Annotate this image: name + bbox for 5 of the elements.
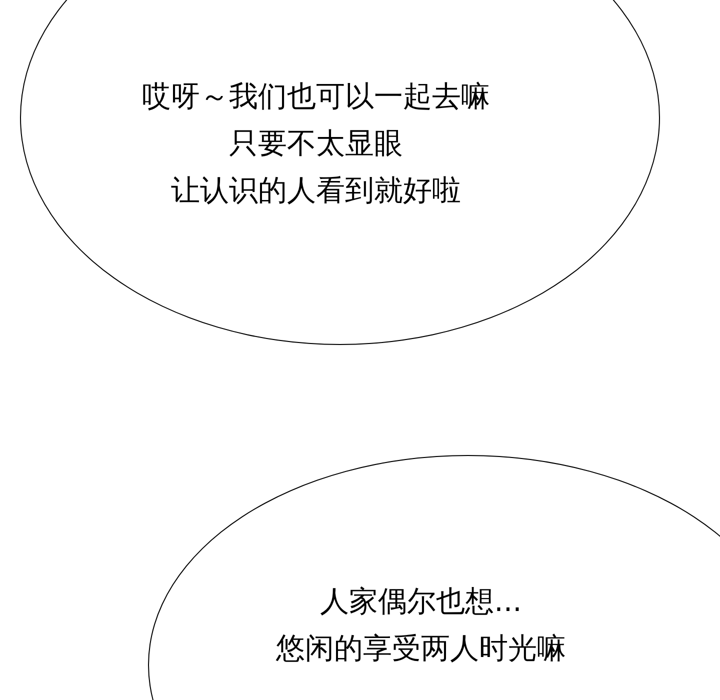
dialogue-text: 让认识的人看到就好啦 bbox=[171, 172, 461, 209]
dialogue-text: 悠闲的享受两人时光嘛 bbox=[276, 630, 566, 667]
dialogue-text: 哎呀～我们也可以一起去嘛 bbox=[142, 78, 490, 115]
dialogue-text: 只要不太显眼 bbox=[229, 125, 403, 162]
dialogue-text: 人家偶尔也想... bbox=[320, 583, 522, 620]
